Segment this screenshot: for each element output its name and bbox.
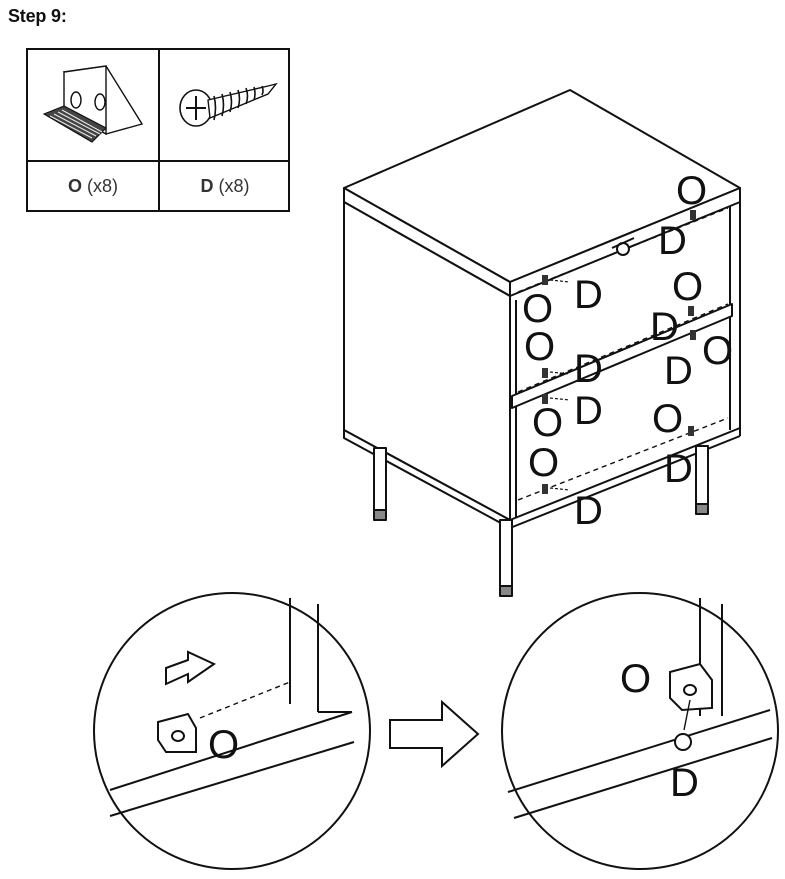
svg-text:D: D [650,305,679,349]
svg-text:D: D [664,349,693,393]
table-divider-horizontal [28,160,288,162]
detail-right-bracket-label: O [620,657,651,701]
svg-text:O: O [522,287,553,331]
part-d-letter: D [200,176,214,196]
detail-right-screw-label: D [670,761,699,805]
svg-text:D: D [574,273,603,317]
part-o-letter: O [67,176,82,196]
corner-bracket-icon [42,65,144,143]
table-divider-vertical [158,50,160,210]
svg-text:O: O [652,397,683,441]
part-o-caption: O (x8) [28,164,158,208]
svg-text:O: O [524,325,555,369]
parts-table: O (x8) D (x8) [26,48,290,212]
part-d-caption: D (x8) [160,164,290,208]
next-arrow-icon [389,699,480,769]
svg-text:O: O [672,265,703,309]
callout-d: D [658,219,687,263]
svg-text:D: D [664,447,693,491]
svg-text:D: D [574,389,603,433]
screw-icon [179,82,278,127]
part-o-count: (x8) [87,176,119,196]
callout-o: O [676,169,707,213]
svg-text:O: O [702,329,733,373]
part-d-count: (x8) [218,176,250,196]
svg-text:O: O [532,401,563,445]
detail-left-label: O [208,723,239,767]
svg-text:D: D [574,489,603,533]
svg-text:D: D [574,347,603,391]
svg-text:O: O [528,441,559,485]
step-title: Step 9: [8,6,67,26]
